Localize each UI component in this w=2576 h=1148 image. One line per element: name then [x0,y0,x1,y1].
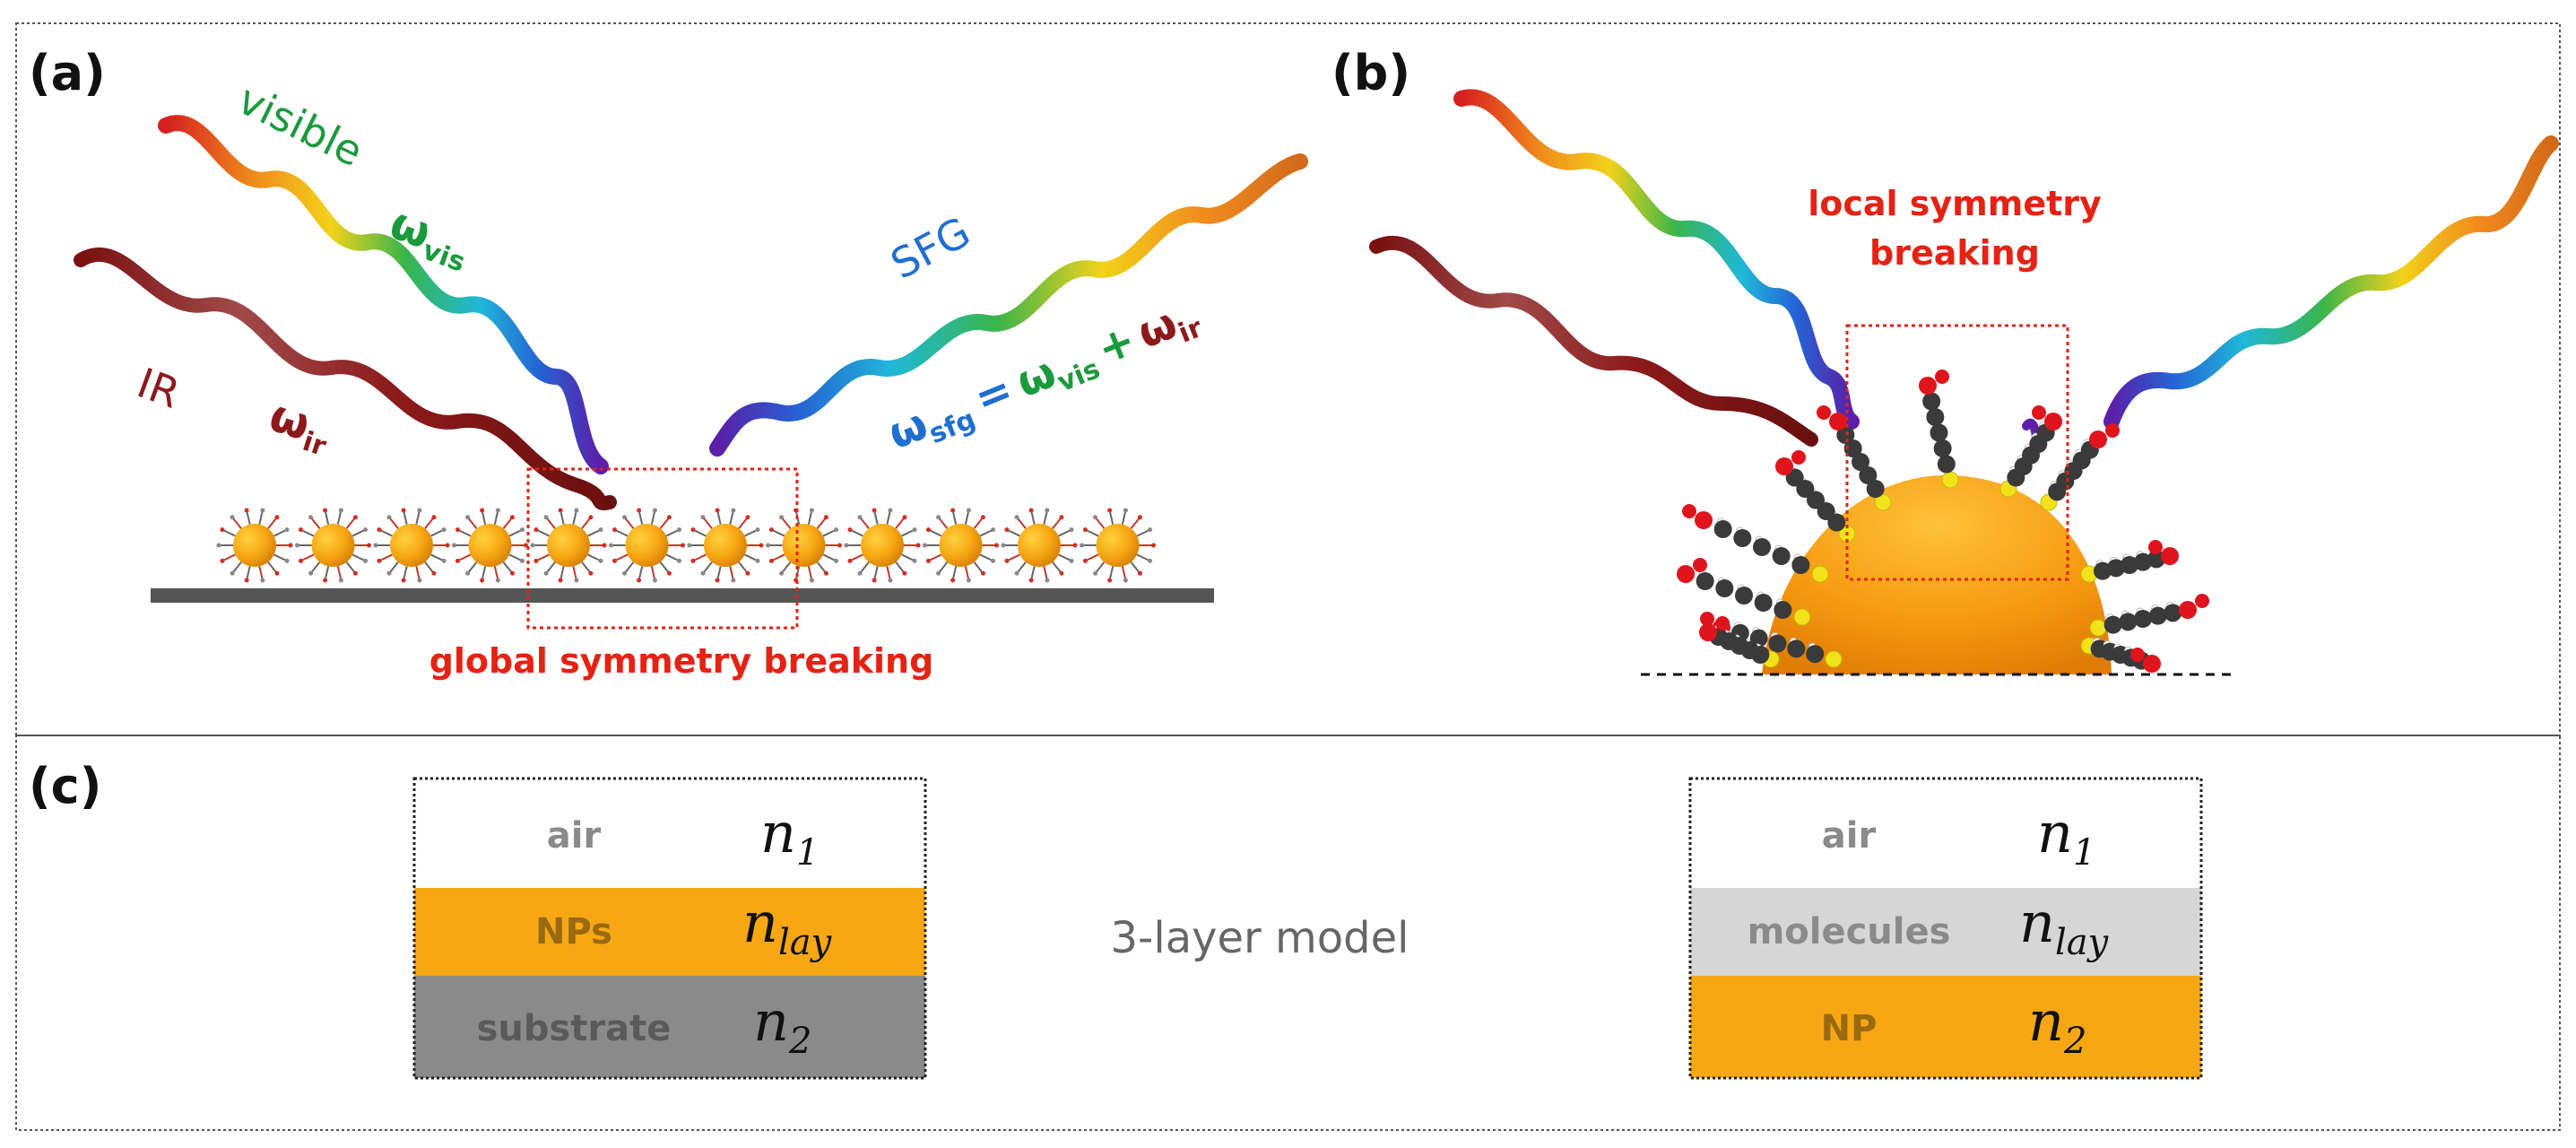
panel-c-label: (c) [29,758,101,814]
nanoparticle [766,508,842,583]
global-symmetry-label: global symmetry breaking [429,641,934,681]
visible-beam [158,115,609,474]
molecule-chain [1682,504,1829,583]
molecule-chain [2080,540,2179,583]
omega-vis-label: ωvis [382,196,479,278]
sfg-beam-b [2103,135,2559,430]
local-symmetry-label-line2: breaking [1869,233,2040,273]
layer-np [1690,976,2201,1078]
index-n1-right: n1 [2037,800,2095,874]
index-nlay-right: nlay [2019,890,2110,963]
index-n2-right: n2 [2028,988,2086,1062]
right-layer-stack: air molecules NP n1 nlay n2 [1688,777,2203,1080]
index-nlay-left: nlay [742,890,833,963]
model-label: 3-layer model [1111,913,1409,963]
layer-name-air: air [547,815,602,857]
molecule-chains [1677,370,2209,673]
nanoparticle [609,508,685,583]
nanoparticle-row [216,508,1156,583]
nanoparticle [530,508,607,583]
molecule-chain [1775,450,1856,543]
svg-text:ωsfg=ωvis+ωir: ωsfg=ωvis+ωir [881,290,1207,465]
index-n1-left: n1 [760,800,819,874]
ir-beam [74,247,617,510]
layer-molecules [1690,888,2201,976]
substrate-bar [151,588,1214,603]
index-n2-left: n2 [753,988,811,1062]
nanoparticle [923,508,999,583]
nanoparticle [1080,508,1156,583]
svg-text:ωvis: ωvis [382,196,479,278]
ir-label: IR [131,359,186,418]
molecule-chain [1919,370,1959,489]
molecule-chain [2080,637,2161,673]
molecule-chain [1999,405,2062,498]
panel-b-label: (b) [1331,45,1410,101]
molecule-chain [1817,405,1892,511]
layer-nps [414,888,925,976]
sfg-label: SFG [883,207,978,289]
left-layer-stack: air NPs substrate n1 nlay n2 [412,777,927,1080]
omega-ir-label: ωir [262,389,338,463]
layer-name-air-right: air [1822,815,1877,857]
panel-c: (c) air NPs substrate n1 nlay n2 3-layer… [29,758,2203,1080]
nanoparticle [452,508,528,583]
nanoparticle [1001,508,1078,583]
molecule-chain [1699,616,1780,668]
ir-beam-b [1369,235,1818,447]
layer-substrate [414,976,925,1078]
layer-name-nps: NPs [535,911,612,952]
nanoparticle-dome [1762,475,2112,674]
panel-borders [15,22,2561,1131]
visible-label: visible [230,74,370,176]
layer-name-np: NP [1821,1008,1878,1049]
nanoparticle [687,508,764,583]
layer-name-molecules: molecules [1748,911,1951,952]
sfg-beam [709,153,1308,457]
nanoparticle [216,508,293,583]
local-symmetry-label-line1: local symmetry [1808,184,2102,223]
left-stack-border [412,777,927,1080]
global-symmetry-box [526,467,799,630]
layer-name-substrate: substrate [477,1008,672,1049]
local-symmetry-box [1845,324,2069,581]
panel-b: (b) local symmetry breaking [1331,45,2559,676]
panel-a: (a) visible IR SFG ωvis ωir ωsfg=ωvis+ωi… [29,45,1308,681]
panel-a-label: (a) [29,45,106,101]
molecule-chain [2040,423,2120,511]
nanoparticle [295,508,371,583]
nanoparticle [844,508,921,583]
svg-text:ωir: ωir [262,389,338,463]
molecule-chain [2089,594,2209,637]
molecule-chain [1677,558,1811,626]
sfg-formula: ωsfg=ωvis+ωir [881,290,1207,465]
right-stack-border [1688,777,2203,1080]
molecule-chain [1700,612,1843,668]
visible-beam-b [1453,89,1860,430]
nanoparticle [373,508,450,583]
